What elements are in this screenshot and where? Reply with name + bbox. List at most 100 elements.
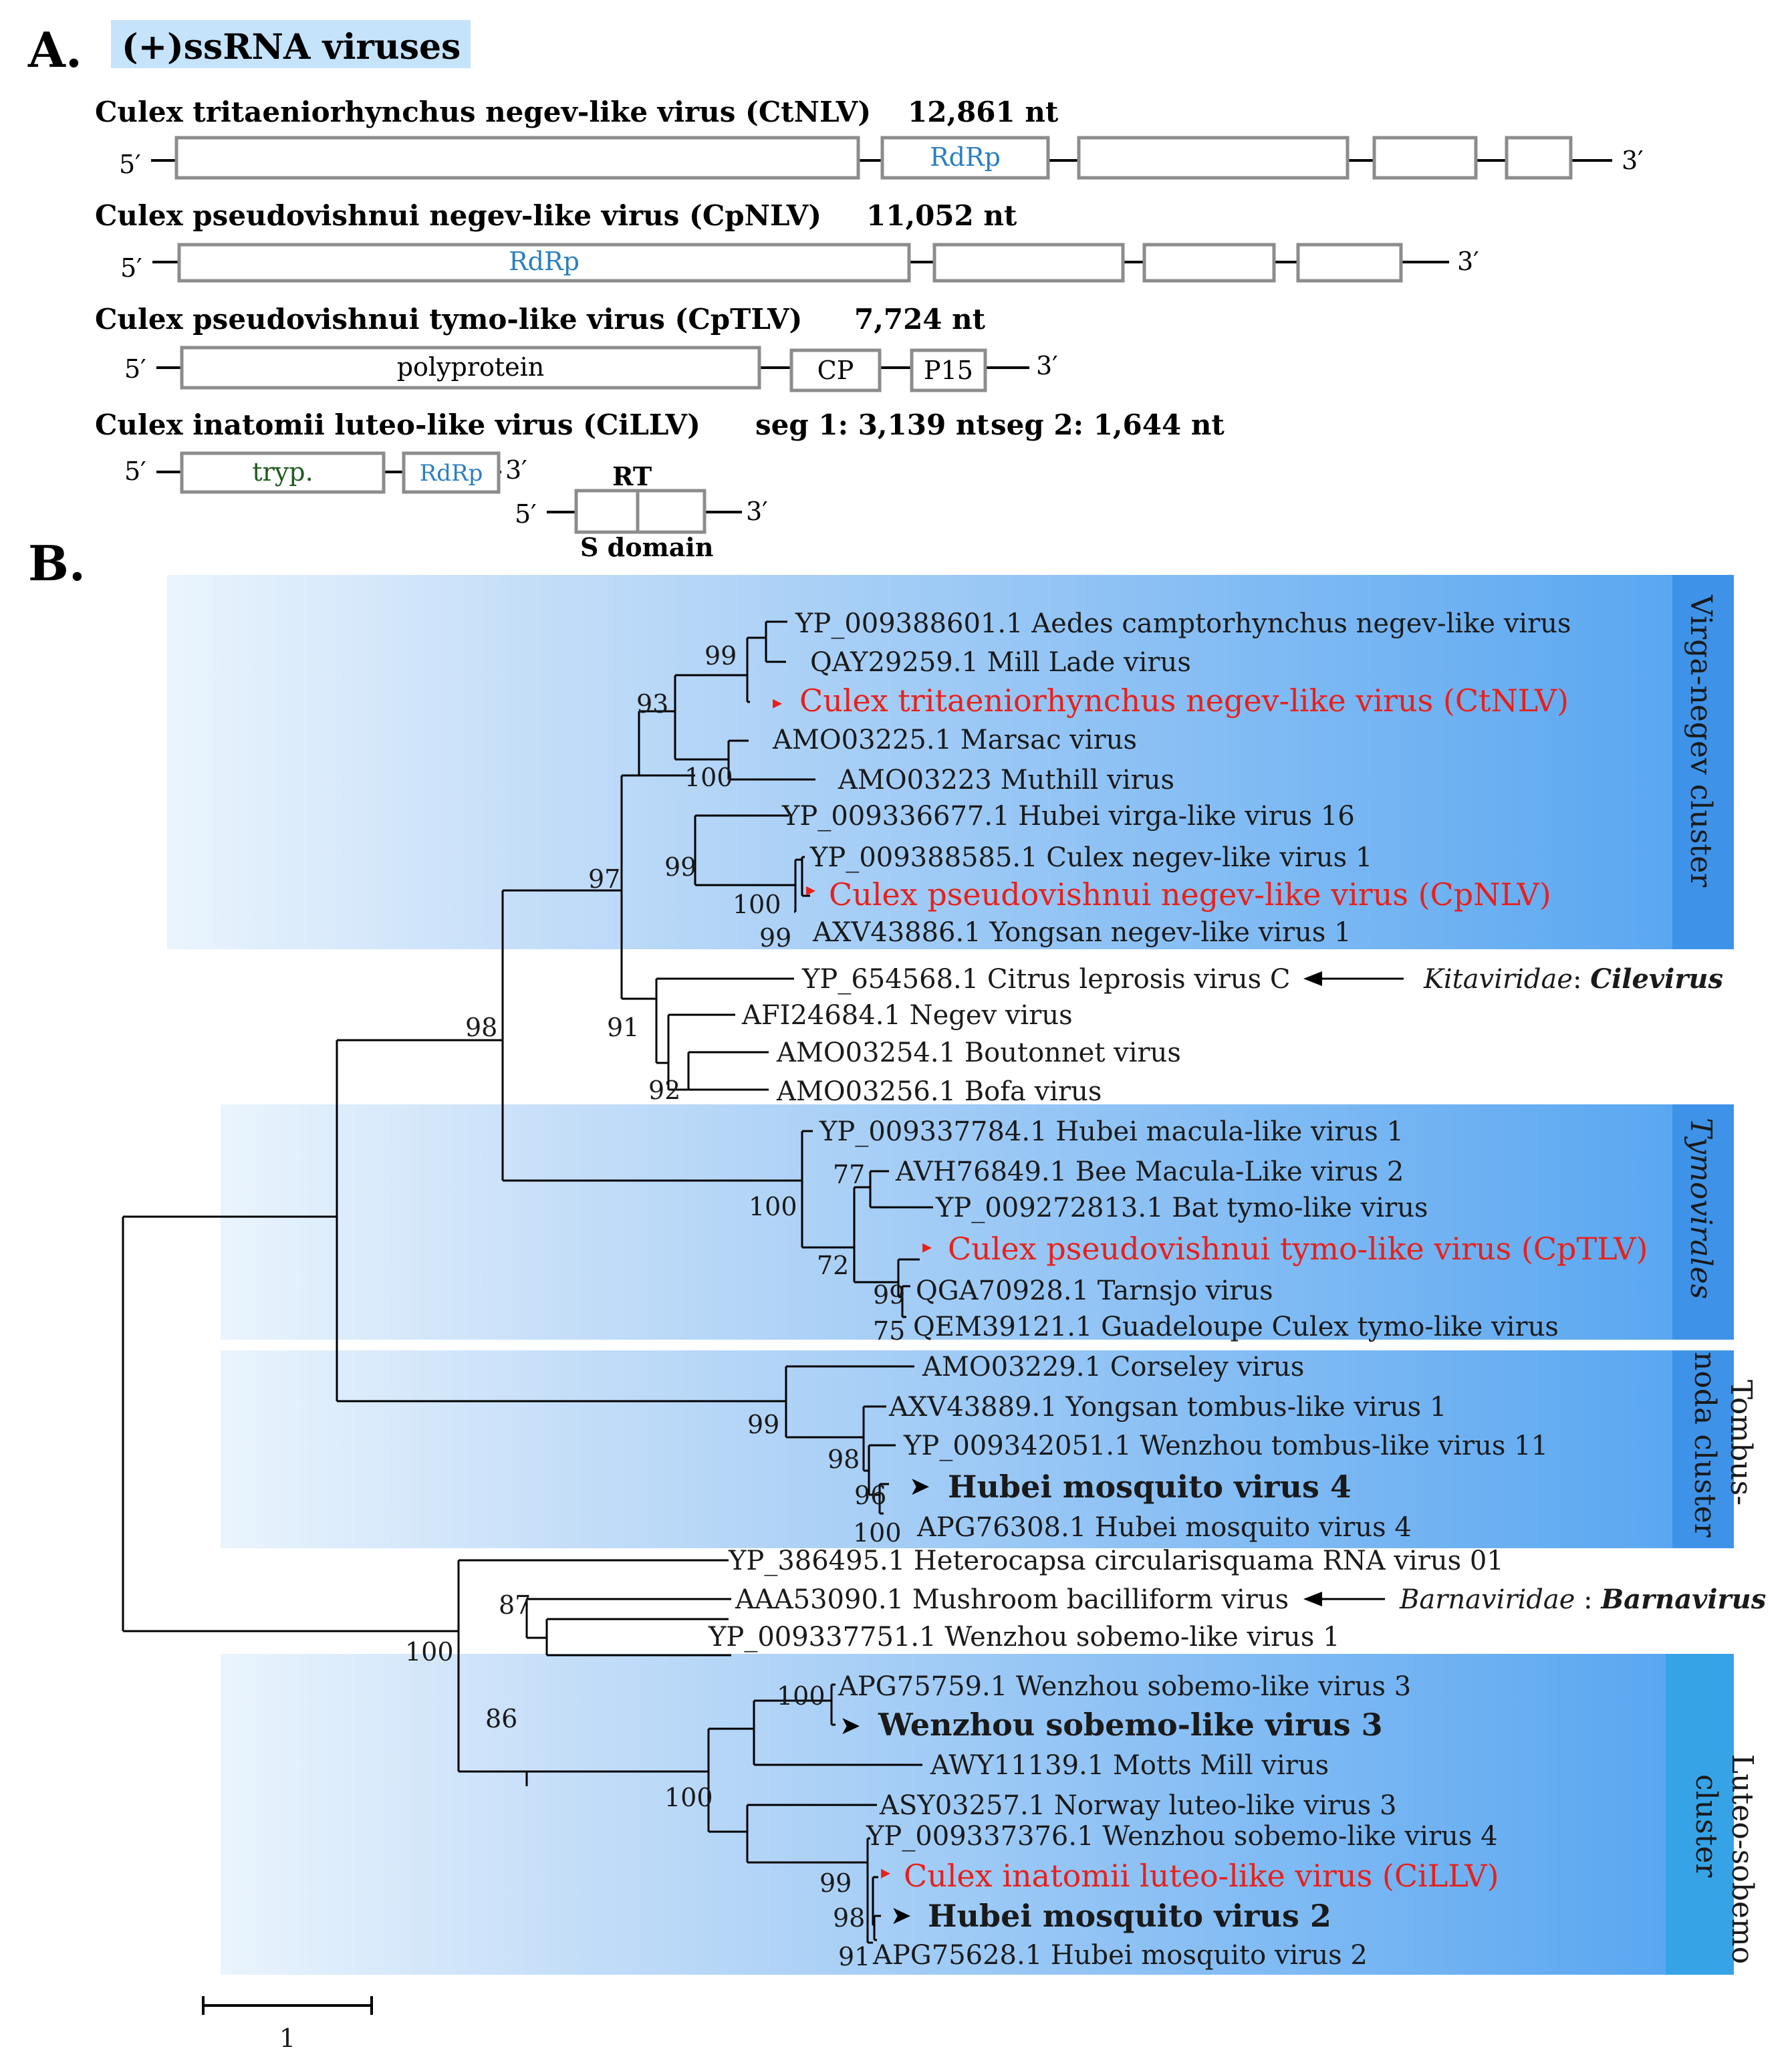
bootstrap-value: 98 (827, 1445, 860, 1474)
virga-negev-cluster-tab (1672, 575, 1734, 949)
genome-length: 7,724 nt (854, 303, 986, 336)
leaf-label: YP_386495.1 Heterocapsa circularisquama … (728, 1546, 1504, 1576)
five-prime-label: 5′ (515, 499, 537, 529)
tryp-label: tryp. (252, 457, 313, 487)
rdrp-orf-box (880, 136, 1050, 180)
highlight-leaf-label: Culex inatomii luteo-like virus (CiLLV) (904, 1858, 1499, 1894)
bootstrap-value: 91 (838, 1942, 870, 1971)
cp-rt-box (574, 489, 707, 534)
leaf-label: YP_009342051.1 Wenzhou tombus-like virus… (903, 1431, 1548, 1461)
luteo-sobemo-cluster-tab (1666, 1654, 1734, 1975)
bootstrap-value: 96 (854, 1481, 886, 1510)
genome-cillv: Culex inatomii luteo-like virus (CiLLV) … (95, 408, 1225, 562)
bootstrap-value: 77 (833, 1160, 865, 1189)
rdrp-orf-box (177, 243, 911, 283)
scale-bar: 1 (202, 1996, 373, 2053)
red-arrow-marker: ▸ (881, 1861, 890, 1883)
leaf-label: YP_009388585.1 Culex negev-like virus 1 (809, 842, 1372, 873)
leaf-label: AVH76849.1 Bee Macula-Like virus 2 (895, 1156, 1404, 1187)
panel-a-title: (+)ssRNA viruses (122, 27, 461, 68)
bold-arrow-marker: ➤ (840, 1711, 861, 1740)
bootstrap-value: 93 (636, 689, 668, 719)
cluster-label-tombus-noda-1: Tombus- (1724, 1380, 1758, 1505)
luteo-sobemo-cluster-bg (221, 1654, 1666, 1975)
genome-length: 11,052 nt (866, 199, 1017, 232)
leaf-label: YP_009336677.1 Hubei virga-like virus 16 (781, 801, 1355, 832)
cp-box (789, 348, 882, 392)
tryp-box (180, 451, 386, 494)
rdrp-label: RdRp (930, 142, 1001, 172)
bootstrap-value: 97 (588, 864, 620, 894)
p15-label: P15 (924, 356, 973, 385)
bootstrap-value: 100 (664, 1783, 713, 1812)
three-prime-label: 3′ (1622, 146, 1644, 175)
leaf-label: APG75759.1 Wenzhou sobemo-like virus 3 (838, 1671, 1411, 1702)
tree-branches (122, 620, 933, 1944)
bootstrap-value: 100 (749, 1192, 797, 1221)
bootstrap-value: 100 (405, 1637, 454, 1667)
rdrp-label: RdRp (420, 460, 483, 487)
bold-leaf-label: Hubei mosquito virus 4 (948, 1469, 1352, 1505)
bootstrap-value: 100 (777, 1681, 825, 1711)
bootstrap-value: 72 (817, 1251, 849, 1280)
bootstrap-value: 100 (684, 763, 733, 792)
red-arrow-marker: ▸ (773, 691, 782, 713)
leaf-label: YP_654568.1 Citrus leprosis virus C (801, 964, 1290, 995)
polyprotein-label: polyprotein (397, 352, 545, 382)
genome-cpnlv: Culex pseudovishnui negev-like virus (Cp… (95, 199, 1479, 283)
rdrp-label: RdRp (509, 247, 580, 276)
rt-label: RT (612, 461, 652, 491)
panel-b-label: B. (28, 535, 86, 592)
leaf-label: QGA70928.1 Tarnsjo virus (916, 1275, 1273, 1306)
cp-label: CP (817, 356, 854, 385)
tree-leaves: YP_009388601.1 Aedes camptorhynchus nege… (708, 608, 1648, 1971)
orf-box (1372, 136, 1478, 180)
bootstrap-value: 99 (759, 923, 791, 953)
leaf-label: YP_009272813.1 Bat tymo-like virus (935, 1193, 1428, 1223)
bootstrap-value: 91 (607, 1013, 639, 1042)
bold-leaf-label: Wenzhou sobemo-like virus 3 (878, 1707, 1383, 1743)
genome-length: 12,861 nt (908, 96, 1059, 128)
orf-box (932, 243, 1125, 283)
leaf-label: YP_009337751.1 Wenzhou sobemo-like virus… (708, 1622, 1340, 1653)
panel-a-title-bg (111, 20, 471, 68)
bootstrap-value: 99 (747, 1410, 779, 1439)
bold-arrow-marker: ➤ (890, 1901, 912, 1930)
leaf-label: AMO03229.1 Corseley virus (922, 1352, 1304, 1382)
bootstrap-value: 92 (648, 1076, 680, 1105)
bootstrap-values: 99 93 100 99 100 99 97 98 91 92 77 100 7… (405, 641, 905, 1971)
genome-name: Culex pseudovishnui tymo-like virus (CpT… (95, 303, 802, 336)
leaf-label: YP_009337784.1 Hubei macula-like virus 1 (819, 1116, 1404, 1147)
three-prime-label: 3′ (1036, 351, 1058, 380)
red-arrow-marker: ▸ (806, 878, 815, 900)
five-prime-label: 5′ (120, 253, 142, 283)
polyprotein-box (180, 346, 761, 390)
bootstrap-value: 99 (705, 641, 737, 671)
cluster-label-luteo-sobemo-1: Luteo-sobemo (1725, 1754, 1759, 1964)
three-prime-label: 3′ (505, 455, 527, 485)
five-prime-label: 5′ (124, 354, 146, 384)
leaf-label: APG76308.1 Hubei mosquito virus 4 (916, 1512, 1412, 1543)
leaf-label: AMO03225.1 Marsac virus (772, 725, 1137, 755)
leaf-label: AXV43889.1 Yongsan tombus-like virus 1 (888, 1392, 1446, 1423)
bootstrap-value: 100 (733, 890, 781, 919)
genome-ctnlv: Culex tritaeniorhynchus negev-like virus… (95, 96, 1644, 180)
cluster-label-luteo-sobemo-2: cluster (1689, 1774, 1723, 1878)
arrowhead-icon (1303, 971, 1322, 986)
leaf-label: AWY11139.1 Motts Mill virus (930, 1750, 1329, 1781)
family-label: Barnaviridae : Barnavirus (1399, 1584, 1766, 1615)
genome-name: Culex tritaeniorhynchus negev-like virus… (95, 96, 871, 128)
genome-length-seg2: seg 2: 1,644 nt (991, 408, 1225, 441)
five-prime-label: 5′ (124, 457, 146, 486)
bootstrap-value: 75 (873, 1316, 905, 1346)
tymovirales-cluster-tab (1672, 1104, 1734, 1340)
leaf-label: QEM39121.1 Guadeloupe Culex tymo-like vi… (913, 1312, 1559, 1342)
bootstrap-value: 99 (664, 852, 696, 882)
highlight-leaf-label: Culex pseudovishnui negev-like virus (Cp… (829, 876, 1551, 912)
rdrp-orf-box (402, 451, 501, 494)
five-prime-label: 5′ (119, 150, 141, 179)
cluster-label-tombus-noda-2: noda cluster (1688, 1352, 1722, 1538)
orf-box (174, 136, 860, 180)
bold-arrow-marker: ➤ (909, 1471, 930, 1501)
